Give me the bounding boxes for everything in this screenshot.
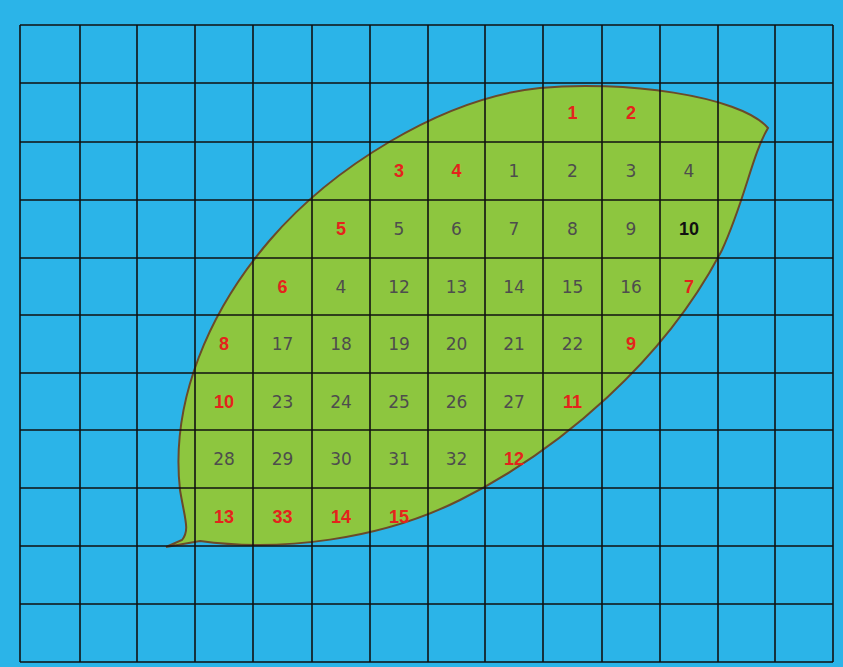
- cell-number: 5: [336, 219, 346, 240]
- cell-number: 31: [388, 449, 410, 469]
- grid-line: [369, 25, 371, 662]
- cell-number: 14: [503, 277, 525, 297]
- cell-number: 4: [451, 161, 461, 182]
- grid-line: [20, 314, 833, 316]
- cell-number: 5: [394, 219, 405, 239]
- cell-number: 8: [567, 219, 578, 239]
- cell-number: 7: [684, 276, 694, 297]
- grid-line: [20, 199, 833, 201]
- grid-line: [20, 257, 833, 259]
- grid-line: [79, 25, 81, 662]
- grid-line: [484, 25, 486, 662]
- cell-number: 9: [626, 334, 636, 355]
- cell-number: 2: [567, 161, 578, 181]
- cell-number: 26: [446, 392, 468, 412]
- grid-line: [601, 25, 603, 662]
- cell-number: 1: [567, 102, 577, 123]
- grid-line: [311, 25, 313, 662]
- grid-line: [20, 487, 833, 489]
- grid-line: [20, 603, 833, 605]
- cell-number: 12: [504, 449, 524, 470]
- grid: [20, 25, 833, 662]
- grid-line: [20, 429, 833, 431]
- grid-line: [20, 24, 833, 26]
- cell-number: 23: [272, 392, 294, 412]
- cell-number: 4: [336, 277, 347, 297]
- cell-number: 1: [509, 161, 520, 181]
- grid-line: [19, 25, 21, 662]
- grid-line: [20, 661, 833, 663]
- cell-number: 14: [331, 507, 351, 528]
- cell-number: 15: [562, 277, 584, 297]
- cell-number: 33: [272, 507, 292, 528]
- cell-number: 22: [562, 334, 584, 354]
- cell-number: 9: [626, 219, 637, 239]
- grid-line: [252, 25, 254, 662]
- cell-number: 13: [446, 277, 468, 297]
- cell-number: 10: [214, 391, 234, 412]
- cell-number: 25: [388, 392, 410, 412]
- grid-line: [20, 372, 833, 374]
- grid-line: [20, 141, 833, 143]
- cell-number: 7: [509, 219, 520, 239]
- grid-line: [20, 82, 833, 84]
- grid-line: [136, 25, 138, 662]
- grid-line: [542, 25, 544, 662]
- grid-line: [659, 25, 661, 662]
- cell-number: 10: [679, 219, 699, 240]
- cell-number: 8: [219, 334, 229, 355]
- cell-number: 4: [684, 161, 695, 181]
- leaf: [166, 86, 768, 547]
- cell-number: 30: [330, 449, 352, 469]
- cell-number: 28: [213, 449, 235, 469]
- cell-number: 27: [503, 392, 525, 412]
- cell-number: 15: [389, 507, 409, 528]
- cell-number: 19: [388, 334, 410, 354]
- cell-number: 13: [214, 507, 234, 528]
- grid-line: [20, 545, 833, 547]
- grid-line: [832, 25, 834, 662]
- cell-number: 11: [563, 391, 582, 412]
- cell-number: 12: [388, 277, 410, 297]
- cell-number: 3: [394, 161, 404, 182]
- grid-line: [774, 25, 776, 662]
- cell-number: 29: [272, 449, 294, 469]
- cell-number: 17: [272, 334, 294, 354]
- grid-line: [717, 25, 719, 662]
- cell-number: 18: [330, 334, 352, 354]
- cell-number: 6: [277, 276, 287, 297]
- cell-number: 16: [620, 277, 642, 297]
- cell-number: 32: [446, 449, 468, 469]
- cell-number: 6: [451, 219, 462, 239]
- grid-line: [194, 25, 196, 662]
- cell-number: 24: [330, 392, 352, 412]
- cell-number: 20: [446, 334, 468, 354]
- cell-number: 2: [626, 102, 636, 123]
- cell-number: 21: [503, 334, 525, 354]
- grid-line: [427, 25, 429, 662]
- cell-number: 3: [626, 161, 637, 181]
